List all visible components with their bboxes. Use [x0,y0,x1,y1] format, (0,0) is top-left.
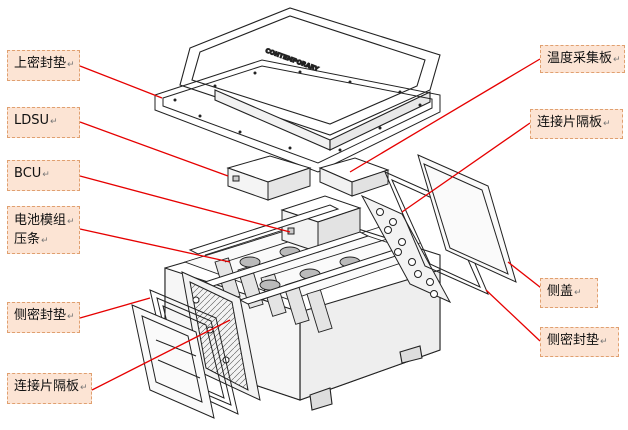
edit-mark: ↵ [613,55,621,65]
top-cover: CONTEMPORARY [179,7,441,151]
edit-mark: ↵ [67,217,75,227]
callout-text-module-clamp-1: 电池模组 [14,213,67,228]
callout-side-seal-left: 侧密封垫↵ [7,302,80,333]
callout-text-module-clamp-2: 压条 [14,232,41,247]
callout-top-seal: 上密封垫↵ [7,50,80,81]
edit-mark: ↵ [603,119,611,129]
edit-mark: ↵ [80,383,88,393]
side-cover [417,154,517,283]
ldsu-box [226,155,312,201]
callout-bcu: BCU↵ [7,160,80,191]
callout-temp-board: 温度采集板↵ [540,45,625,73]
callout-spacer-left: 连接片隔板↵ [7,373,92,404]
callout-module-clamp: 电池模组↵ 压条↵ [7,206,80,254]
edit-mark: ↵ [41,236,49,246]
edit-mark: ↵ [67,60,75,70]
temperature-board [318,157,390,197]
callout-side-seal-right: 侧密封垫↵ [540,327,619,357]
callout-text-top-seal: 上密封垫 [14,56,67,71]
callout-text-bcu: BCU [14,166,42,181]
callout-side-cover: 侧盖↵ [540,278,598,308]
callout-text-spacer-left: 连接片隔板 [14,379,80,394]
leader-lines [79,58,546,391]
callout-spacer-right: 连接片隔板↵ [530,109,623,139]
edit-mark: ↵ [50,117,58,127]
battery-modules [183,211,427,333]
callout-text-ldsu: LDSU [14,113,50,128]
callout-text-spacer-right: 连接片隔板 [537,115,603,130]
edit-mark: ↵ [67,312,75,322]
callout-text-side-seal-right: 侧密封垫 [547,333,600,348]
callout-text-side-seal-left: 侧密封垫 [14,308,67,323]
callout-ldsu: LDSU↵ [7,107,80,138]
edit-mark: ↵ [574,288,582,298]
callout-text-side-cover: 侧盖 [547,284,574,299]
edit-mark: ↵ [42,170,50,180]
edit-mark: ↵ [600,337,608,347]
module-clamp-bars [188,204,410,305]
top-seal-gasket [154,59,441,173]
callout-text-temp-board: 温度采集板 [547,51,613,66]
spacer-plate-right [360,194,452,304]
